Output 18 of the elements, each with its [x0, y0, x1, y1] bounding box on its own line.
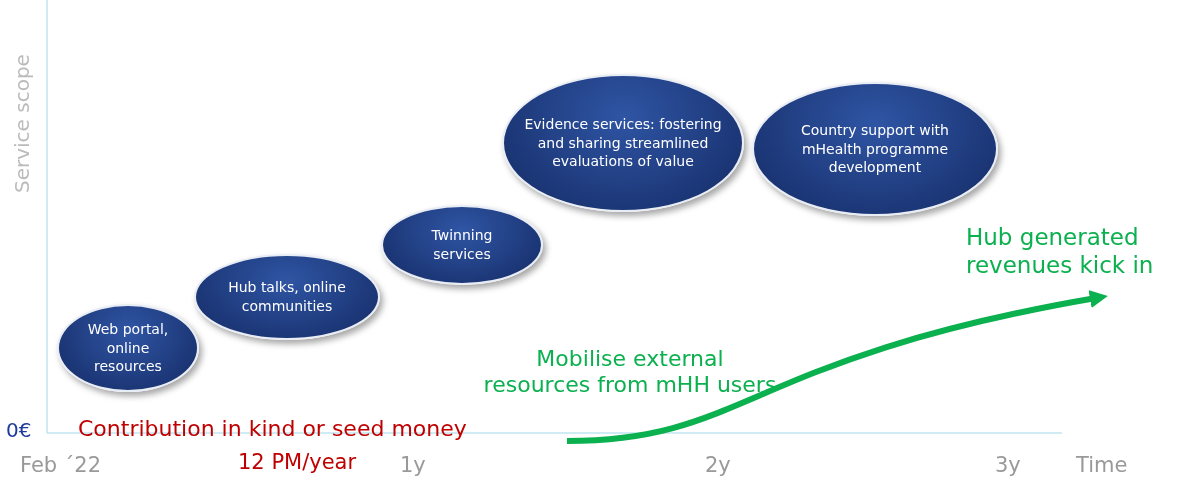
tick-label: 3y [995, 453, 1021, 477]
service-text: Hub talks, online communities [227, 278, 347, 316]
axis-title: Service scope [10, 54, 34, 193]
axis-value: 0€ [6, 418, 32, 442]
tick-label: Feb ´22 [20, 453, 102, 477]
service-text: Web portal, online resources [86, 319, 170, 377]
annotation-text: Hub generated revenues kick in [966, 224, 1184, 280]
service-ellipse [57, 304, 199, 392]
annotation-text: Contribution in kind or seed money [78, 416, 467, 441]
annotation-text: 12 PM/year [238, 450, 357, 474]
axis-title: Time [1076, 453, 1128, 477]
tick-label: 1y [400, 453, 426, 477]
tick-label: 2y [705, 453, 731, 477]
service-text: Country support with mHealth programme development [800, 120, 950, 178]
service-text: Evidence services: fostering and sharing streamlined evaluations of value [523, 114, 723, 172]
service-ellipse [194, 254, 380, 340]
service-text: Twinning services [430, 226, 494, 264]
arrow [566, 290, 1108, 444]
